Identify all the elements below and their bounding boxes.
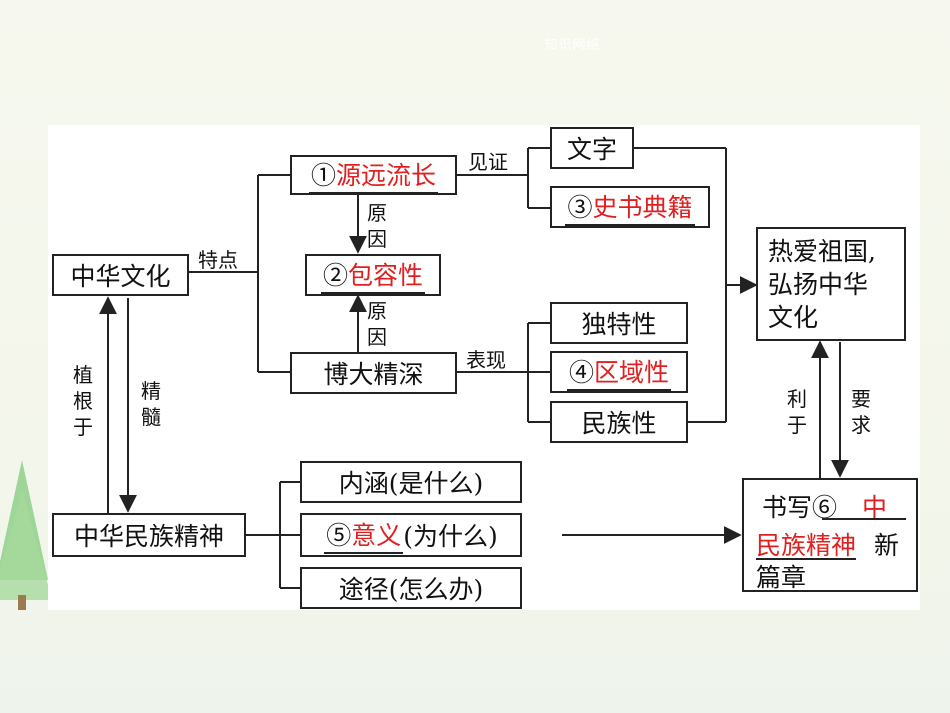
node-tujing: 途径(怎么办) — [300, 567, 522, 609]
node-baorongxing: ②包容性 — [305, 254, 441, 296]
blank-6-underline — [822, 518, 906, 520]
blank-2: ②包容性 — [320, 256, 426, 294]
node-wenzi-label: 文字 — [566, 135, 617, 164]
node-dutexing: 独特性 — [550, 302, 688, 344]
shuxie-prefix: 书写⑥ — [762, 493, 838, 522]
blank-5-answer: 意义 — [351, 521, 402, 550]
blank-4-number: ④ — [568, 358, 594, 387]
node-minzuxing-label: 民族性 — [581, 409, 657, 438]
blank-1-answer: 源远流长 — [336, 161, 437, 190]
blank-3-answer: 史书典籍 — [592, 193, 693, 222]
label-yuanyin-2: 原因 — [367, 299, 387, 349]
node-zhonghua-minzu-jingshen-label: 中华民族精神 — [73, 522, 224, 551]
blank-6-underline-2 — [756, 558, 856, 560]
node-yiyi: ⑤意义 (为什么) — [300, 513, 522, 557]
node-minzuxing: 民族性 — [550, 401, 688, 443]
node-yiyi-suffix: (为什么) — [403, 522, 498, 551]
blank-4-answer: 区域性 — [594, 358, 670, 387]
node-yuanyuan-liuchang: ①源远流长 — [290, 155, 457, 195]
node-reai-line3: 文化 — [768, 302, 819, 332]
node-boda-jingshen: 博大精深 — [290, 352, 457, 394]
label-yuanyin-1: 原因 — [367, 201, 387, 251]
blank-2-number: ② — [322, 261, 348, 290]
slide-title: 知识网络 — [544, 38, 601, 53]
node-neihan: 内涵(是什么) — [300, 461, 522, 503]
tree-decoration — [0, 460, 52, 610]
label-zhigen: 植根于 — [73, 363, 93, 439]
node-dutexing-label: 独特性 — [581, 310, 657, 339]
blank-2-answer: 包容性 — [348, 261, 424, 290]
node-quyuxing: ④区域性 — [550, 351, 688, 393]
node-zhonghua-wenhua-label: 中华文化 — [70, 262, 171, 291]
node-zhonghua-minzu-jingshen: 中华民族精神 — [52, 513, 246, 557]
blank-5: ⑤意义 — [324, 516, 404, 554]
label-yaoqiu: 要求 — [851, 387, 871, 437]
blank-1-number: ① — [310, 161, 336, 190]
node-wenzi: 文字 — [550, 127, 634, 169]
blank-1: ①源远流长 — [308, 156, 439, 194]
node-tujing-label: 途径(怎么办) — [338, 575, 484, 604]
label-liyu: 利于 — [787, 387, 807, 437]
label-jingsui: 精髓 — [141, 379, 161, 429]
node-neihan-label: 内涵(是什么) — [338, 469, 484, 498]
node-reai-line1: 热爱祖国, — [768, 236, 876, 266]
blank-3-number: ③ — [567, 193, 593, 222]
label-jianzheng: 见证 — [468, 150, 508, 174]
blank-5-number: ⑤ — [326, 521, 352, 550]
shuxie-last: 篇章 — [756, 563, 807, 592]
blank-4: ④区域性 — [566, 353, 672, 391]
label-tedian: 特点 — [198, 248, 238, 272]
blank-6-answer-b: 民族精神 — [756, 531, 857, 560]
label-biaoxian: 表现 — [466, 348, 506, 372]
node-shishu-dianji: ③史书典籍 — [550, 186, 710, 228]
node-zhonghua-wenhua: 中华文化 — [52, 254, 189, 296]
node-reai-zuguo: 热爱祖国, 弘扬中华 文化 — [756, 227, 906, 341]
blank-3: ③史书典籍 — [565, 188, 695, 226]
node-shuxie-xinpianzhang: 书写⑥ 中 民族精神 新 篇章 — [742, 478, 918, 592]
node-reai-line2: 弘扬中华 — [768, 269, 869, 299]
shuxie-new: 新 — [874, 531, 900, 560]
blank-6-answer-a: 中 — [862, 493, 888, 522]
node-boda-jingshen-label: 博大精深 — [323, 360, 424, 389]
